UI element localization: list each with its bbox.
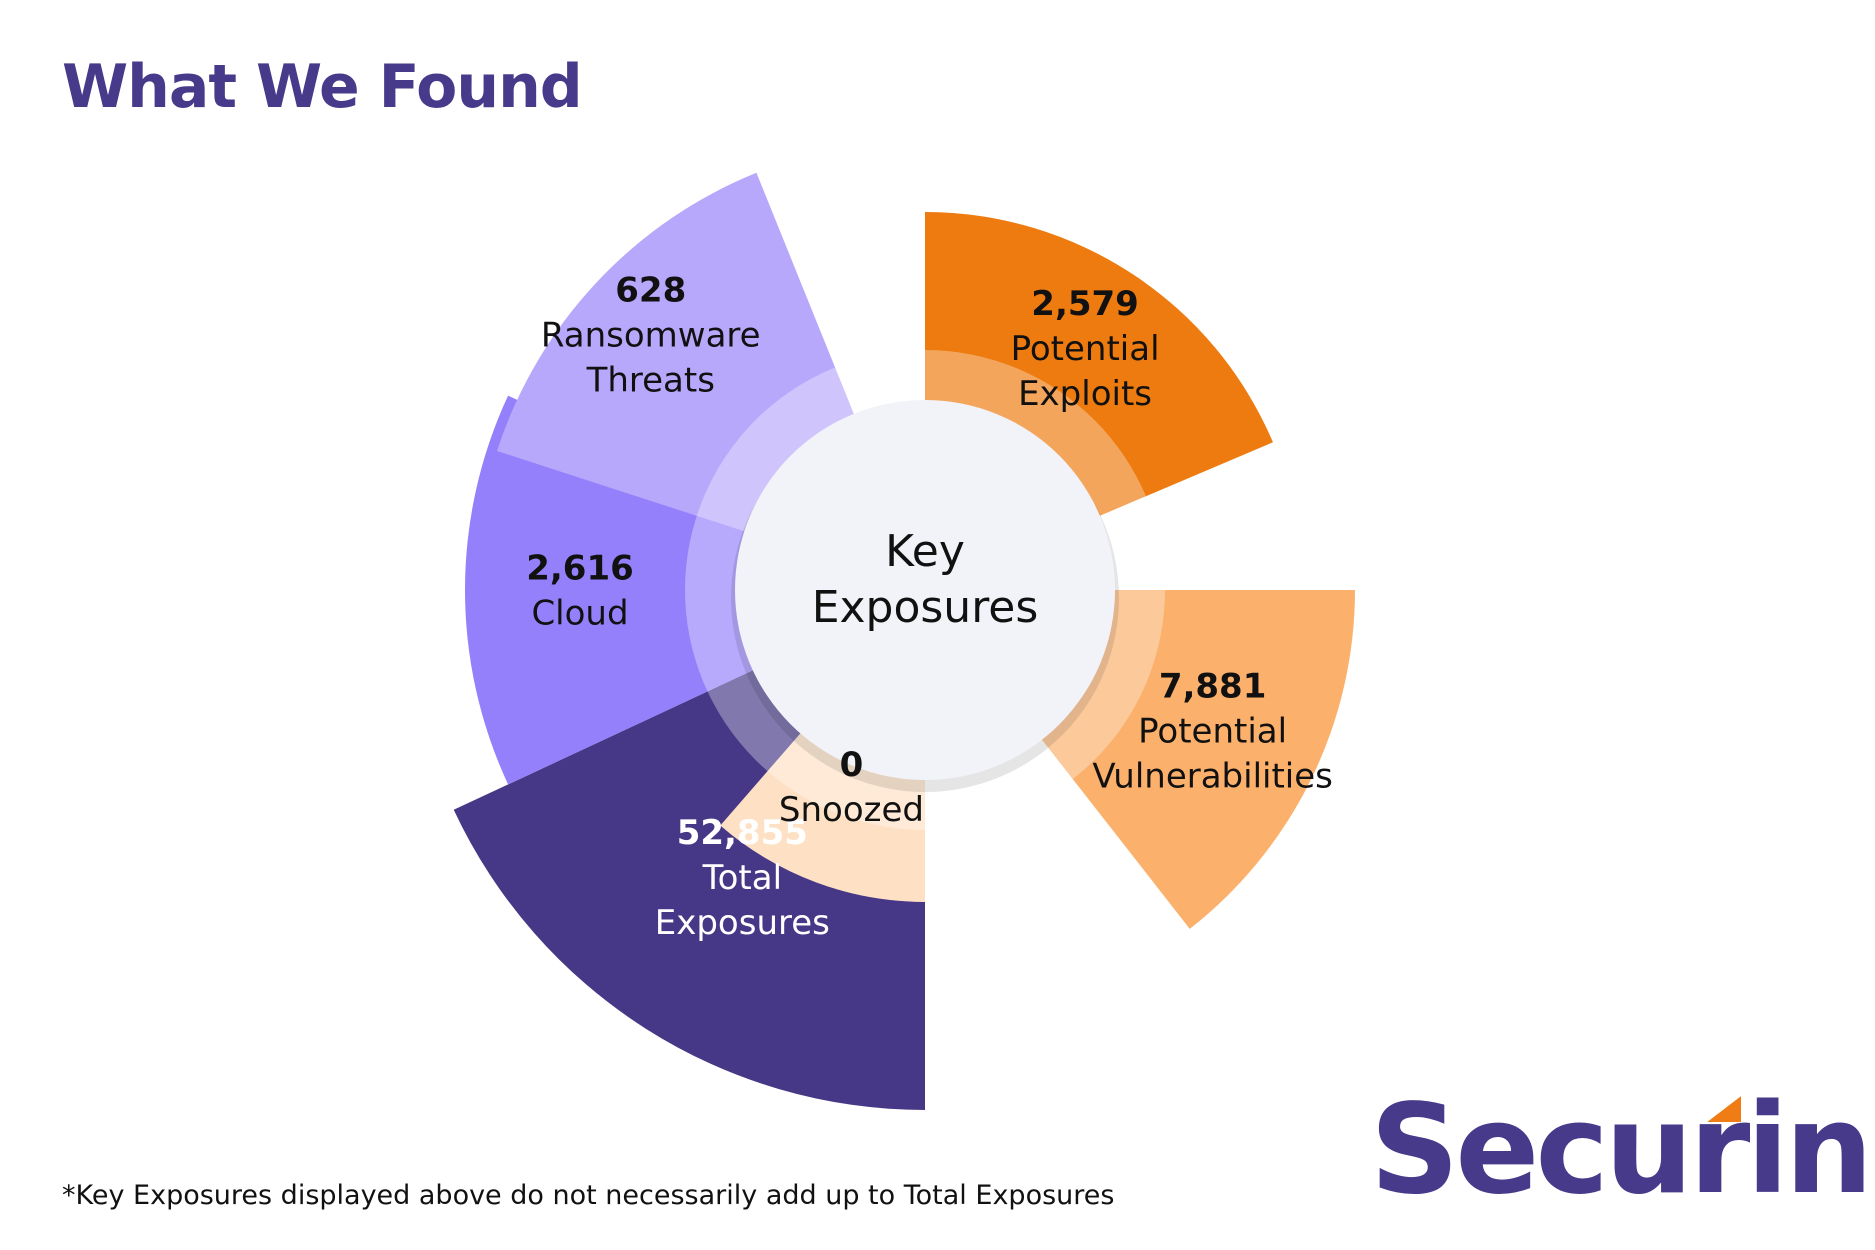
label-cloud-1: Cloud [531,594,628,634]
label-potential-exploits-2: Exploits [1018,374,1152,414]
label-total-exposures-1: Total [702,858,782,898]
label-total-exposures-2: Exposures [655,903,830,943]
brand-accent-mark [1707,1096,1742,1122]
label-ransomware-threats-1: Ransomware [541,315,761,355]
value-total-exposures: 52,855 [677,813,808,853]
label-ransomware-threats-2: Threats [586,360,715,400]
label-potential-vulnerabilities-2: Vulnerabilities [1092,756,1333,796]
value-cloud: 2,616 [526,549,634,589]
center-label-line-1: Key [885,526,965,577]
value-potential-vulnerabilities: 7,881 [1159,666,1267,706]
center-label-line-2: Exposures [812,582,1039,633]
footnote: *Key Exposures displayed above do not ne… [62,1180,1115,1211]
segment-cloud [465,395,925,785]
label-potential-exploits-1: Potential [1011,329,1160,369]
page-title: What We Found [62,52,583,122]
value-ransomware-threats: 628 [615,270,686,310]
label-potential-vulnerabilities-1: Potential [1138,711,1287,751]
label-snoozed-1: Snoozed [779,790,924,830]
value-potential-exploits: 2,579 [1031,284,1139,324]
center-disc [735,400,1115,780]
value-snoozed: 0 [840,745,864,785]
